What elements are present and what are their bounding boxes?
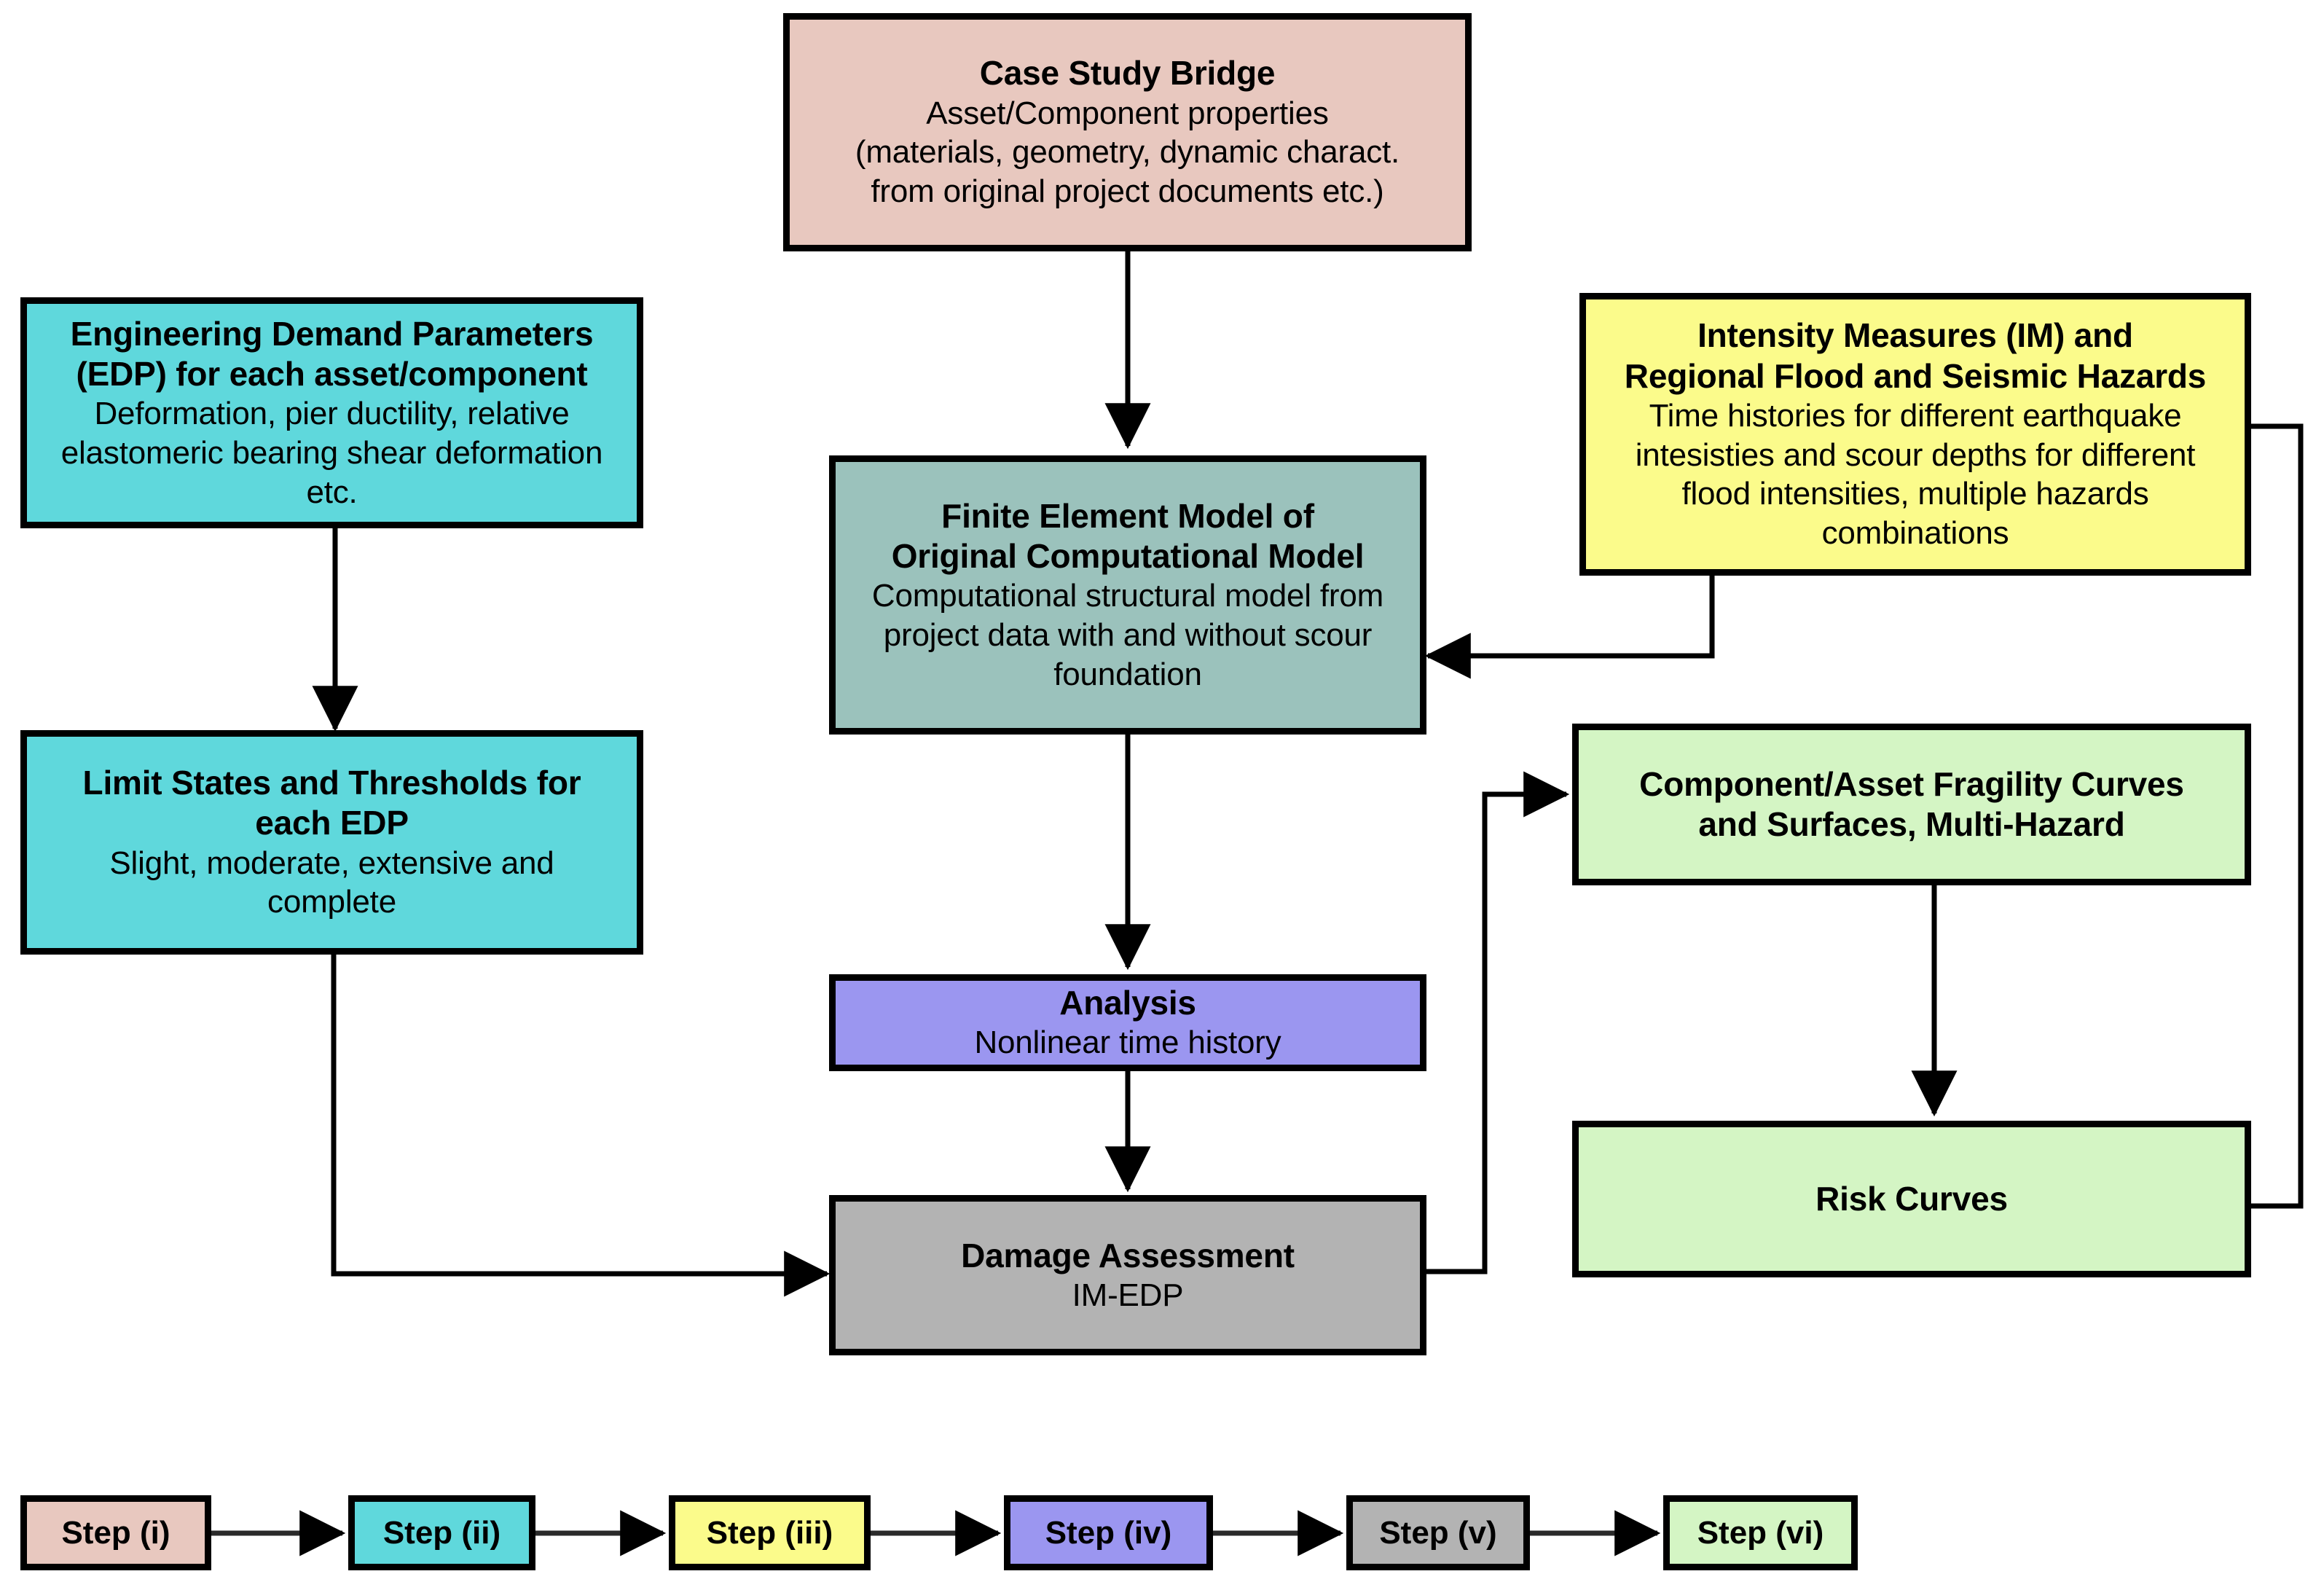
edge-limit-states-to-damage [331, 955, 831, 1297]
node-subtext-line-1: Nonlinear time history [974, 1025, 1281, 1061]
node-engineering-demand-parameters[interactable]: Engineering Demand Parameters (EDP) for … [20, 297, 643, 528]
node-subtext-line-3: foundation [1053, 656, 1202, 692]
node-title-line-2: each EDP [255, 804, 409, 842]
node-title: Case Study Bridge [979, 54, 1276, 93]
node-subtext-line-1: Slight, moderate, extensive and [109, 845, 554, 881]
node-damage-assessment[interactable]: Damage Assessment IM-EDP [829, 1195, 1426, 1355]
node-title-line-2: (EDP) for each asset/component [76, 354, 588, 393]
node-intensity-measures[interactable]: Intensity Measures (IM) and Regional Flo… [1579, 293, 2251, 576]
node-subtext-line-1: IM-EDP [1072, 1277, 1184, 1313]
legend-step-i[interactable]: Step (i) [20, 1495, 211, 1570]
legend-step-label: Step (i) [61, 1514, 170, 1551]
node-title-line-1: Intensity Measures (IM) and [1697, 316, 2133, 355]
legend-step-label: Step (ii) [382, 1514, 501, 1551]
legend-step-v[interactable]: Step (v) [1346, 1495, 1530, 1570]
node-subtext-line-3: etc. [306, 474, 358, 510]
node-subtext-line-3: from original project documents etc.) [871, 173, 1384, 209]
legend-step-vi[interactable]: Step (vi) [1663, 1495, 1858, 1570]
node-subtext-line-2: project data with and without scour [883, 616, 1373, 653]
node-limit-states[interactable]: Limit States and Thresholds for each EDP… [20, 730, 643, 955]
node-risk-curves[interactable]: Risk Curves [1572, 1121, 2251, 1277]
node-subtext-line-2: elastomeric bearing shear deformation [60, 434, 603, 471]
edge-damage-to-fragility [1411, 771, 1570, 1274]
node-finite-element-model[interactable]: Finite Element Model of Original Computa… [829, 455, 1426, 735]
node-title-line-2: Regional Flood and Seismic Hazards [1624, 356, 2207, 395]
legend-step-iv[interactable]: Step (iv) [1004, 1495, 1213, 1570]
legend-step-label: Step (iii) [706, 1514, 833, 1551]
node-analysis[interactable]: Analysis Nonlinear time history [829, 974, 1426, 1071]
node-fragility-curves[interactable]: Component/Asset Fragility Curves and Sur… [1572, 724, 2251, 885]
node-title-line-1: Finite Element Model of [941, 496, 1314, 535]
node-title: Risk Curves [1815, 1179, 2008, 1218]
legend-step-iii[interactable]: Step (iii) [669, 1495, 871, 1570]
node-subtext-line-1: Asset/Component properties [926, 95, 1329, 131]
node-subtext-line-2: (materials, geometry, dynamic charact. [855, 134, 1400, 171]
node-subtext-line-1: Computational structural model from [871, 578, 1384, 614]
node-subtext-line-4: combinations [1821, 514, 2009, 551]
node-title-line-1: Limit States and Thresholds for [82, 764, 581, 802]
node-title-line-2: and Surfaces, Multi-Hazard [1698, 805, 2125, 843]
node-subtext-line-1: Time histories for different earthquake [1649, 397, 2182, 434]
node-subtext-line-3: flood intensities, multiple hazards [1681, 476, 2149, 512]
node-title: Analysis [1059, 984, 1196, 1022]
edge-im-to-fem [1424, 576, 1715, 679]
node-title-line-1: Engineering Demand Parameters [70, 314, 594, 353]
node-title-line-1: Component/Asset Fragility Curves [1639, 764, 2184, 803]
legend-step-label: Step (vi) [1697, 1514, 1824, 1551]
node-title-line-2: Original Computational Model [891, 536, 1365, 575]
node-subtext-line-2: complete [267, 884, 396, 920]
node-title: Damage Assessment [961, 1236, 1295, 1274]
legend-step-ii[interactable]: Step (ii) [348, 1495, 535, 1570]
node-case-study-bridge[interactable]: Case Study Bridge Asset/Component proper… [783, 13, 1472, 251]
legend-step-label: Step (iv) [1045, 1514, 1172, 1551]
legend-step-label: Step (v) [1379, 1514, 1497, 1551]
node-subtext-line-1: Deformation, pier ductility, relative [94, 396, 570, 432]
node-subtext-line-2: intesisties and scour depths for differe… [1635, 436, 2196, 473]
